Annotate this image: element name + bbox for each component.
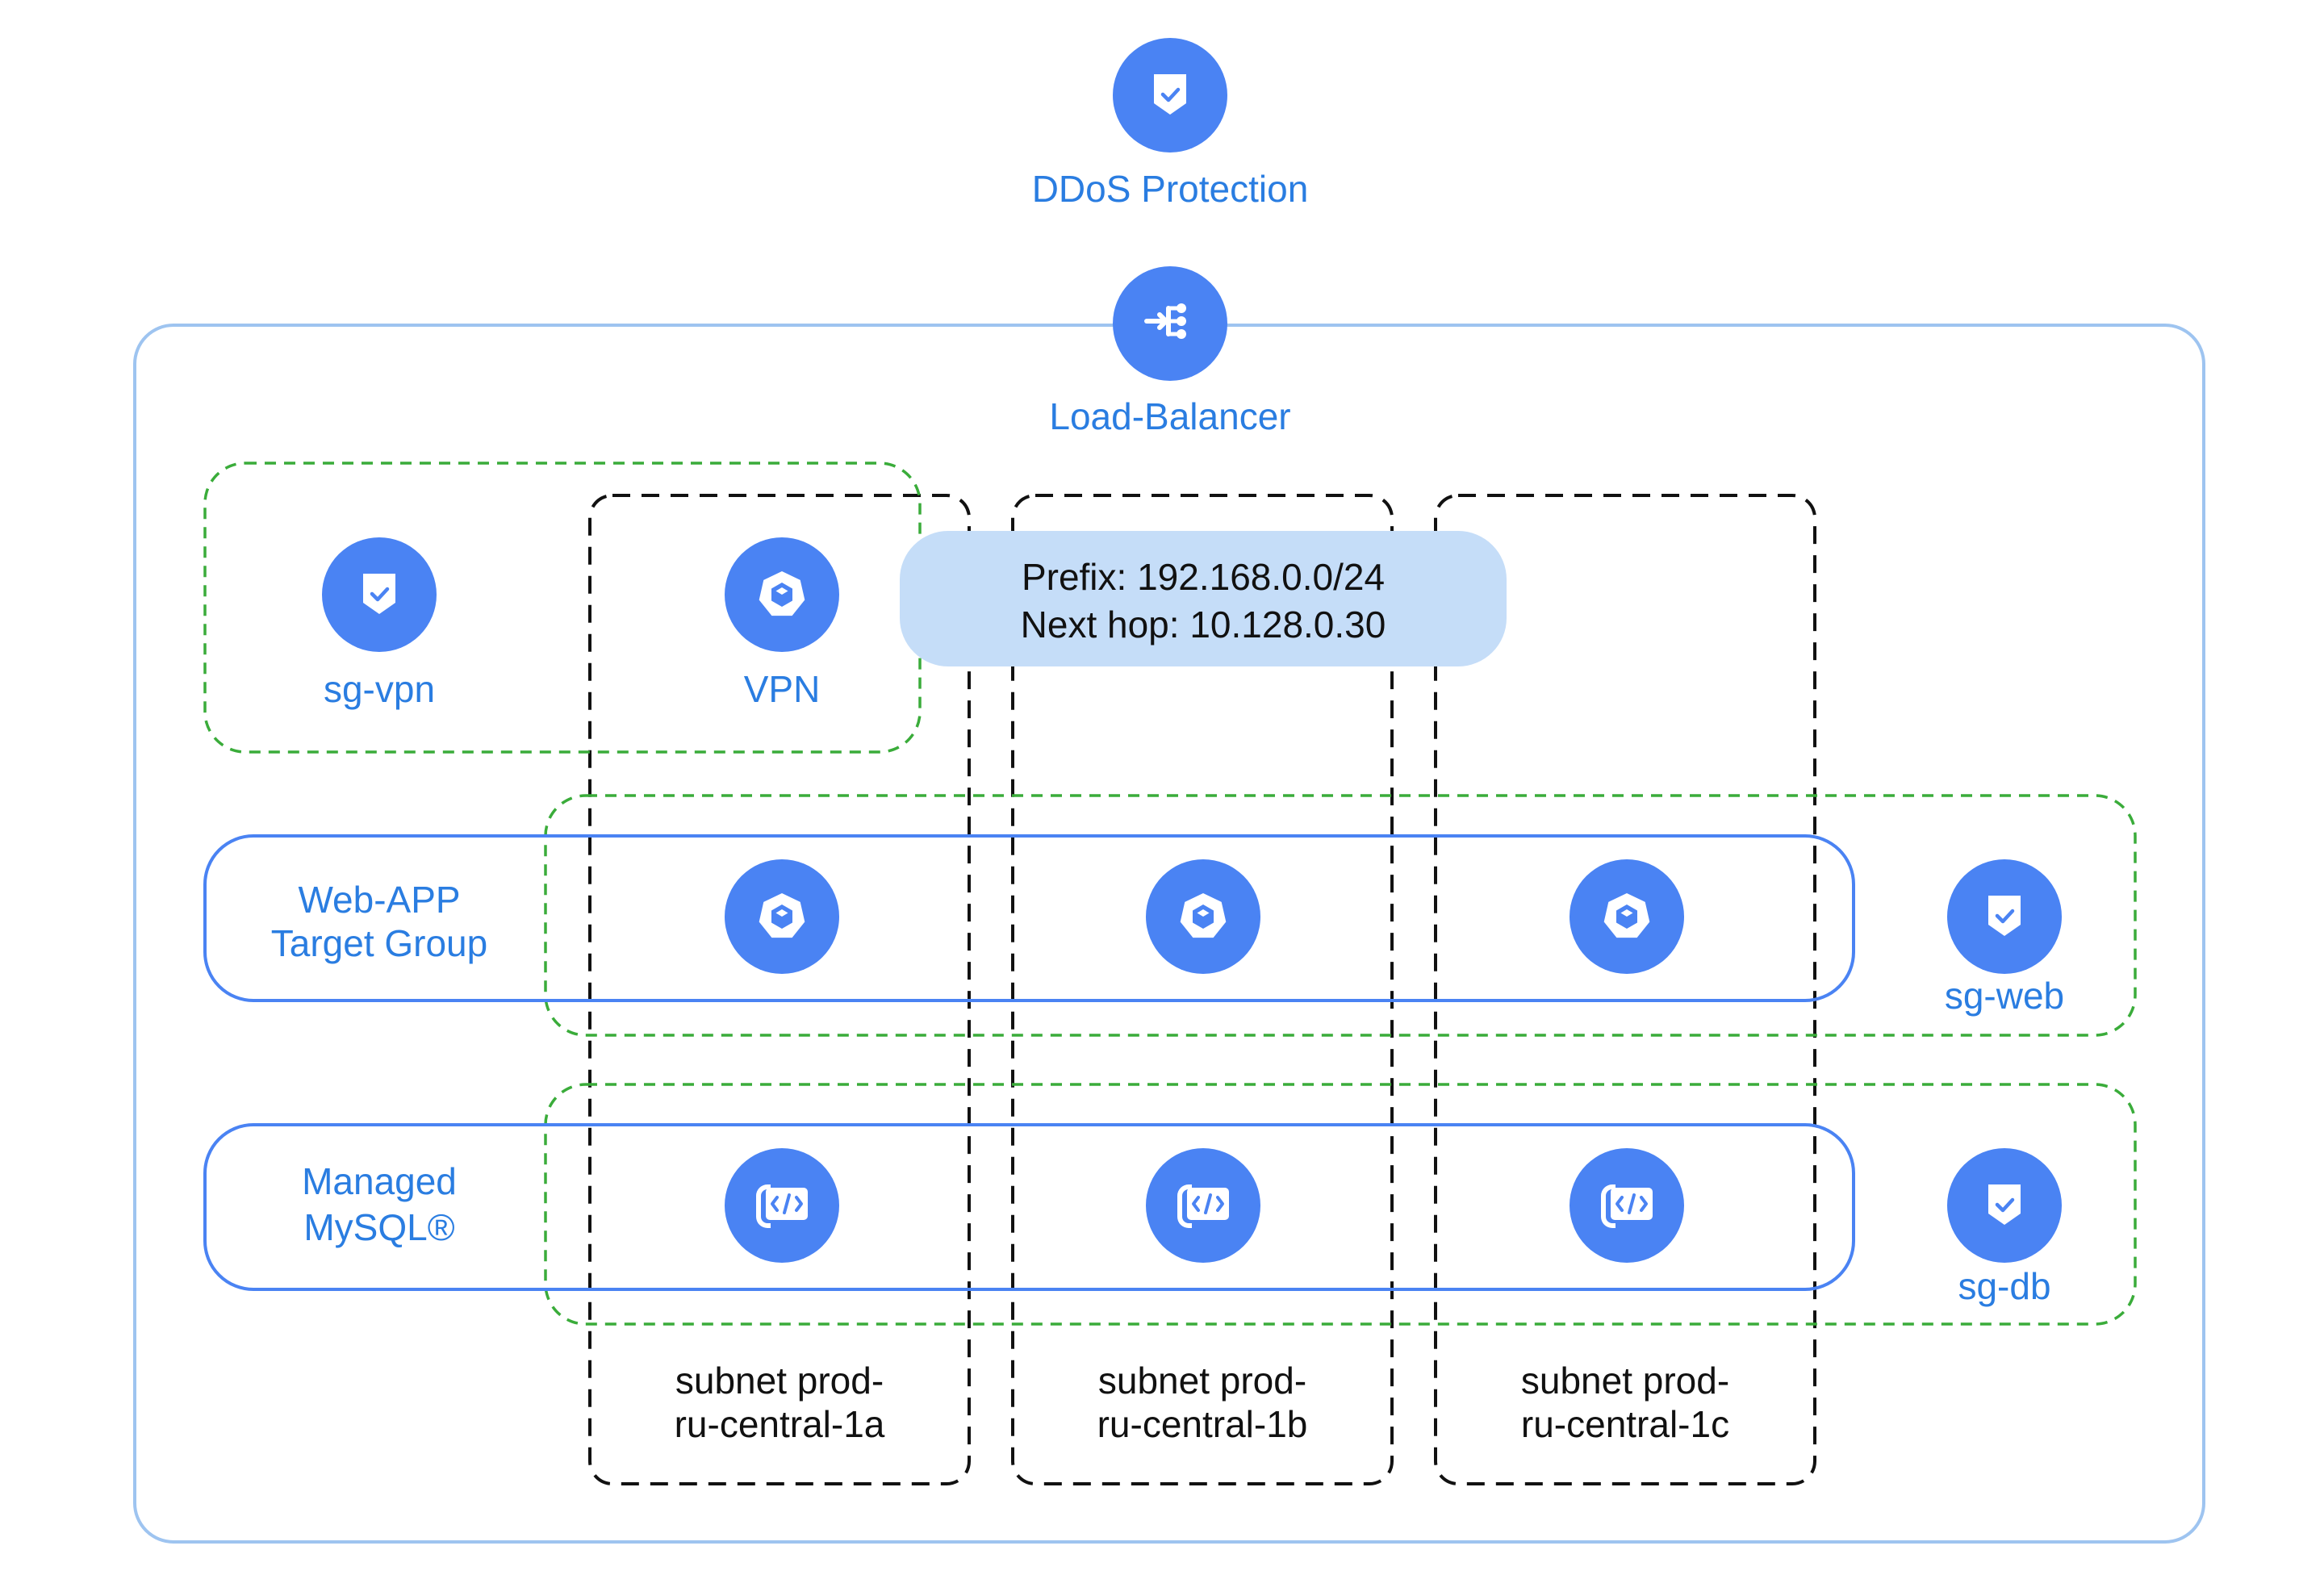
static-route-callout: Prefix: 192.168.0.0/24 Next hop: 10.128.… [900,531,1507,666]
ddos-protection-label: DDoS Protection [1032,168,1309,210]
load-balancer-label: Load-Balancer [1049,395,1290,437]
subnet-column-b [1011,494,1394,1485]
sg-web-boundary [544,794,2137,1037]
mysql-group-label-line1: Managed [302,1160,457,1202]
db-host-node-c [1570,1148,1684,1263]
ddos-protection-node: DDoS Protection [1032,38,1309,210]
web-app-group-label-line1: Web-APP [298,879,460,921]
sg-db-boundary [544,1083,2137,1326]
vpn-node: VPN [725,537,839,710]
managed-mysql-group-box [203,1123,1855,1291]
sg-db-node: sg-db [1947,1148,2062,1307]
subnet-c-label-line1: subnet prod- [1521,1360,1729,1402]
sg-db-label: sg-db [1958,1265,2050,1307]
subnet-a-label-line2: ru-central-1a [675,1403,885,1445]
web-vm-node-a [725,859,839,974]
subnet-column-a [588,494,971,1485]
web-app-target-group-box [203,834,1855,1002]
subnet-column-c [1434,494,1816,1485]
vpn-label: VPN [744,668,821,710]
subnet-b-label-line1: subnet prod- [1098,1360,1306,1402]
web-app-group-label-line2: Target Group [271,922,487,964]
subnet-c-label-line2: ru-central-1c [1521,1403,1729,1445]
sg-vpn-node: sg-vpn [322,537,437,710]
mysql-group-label-line2: MySQL® [303,1206,454,1248]
route-next-hop: Next hop: 10.128.0.30 [1021,604,1386,645]
subnet-a-label-line1: subnet prod- [675,1360,884,1402]
subnet-b-label-line2: ru-central-1b [1097,1403,1308,1445]
web-vm-node-b [1146,859,1260,974]
sg-web-node: sg-web [1945,859,2064,1017]
load-balancer-node: Load-Balancer [1049,266,1291,437]
web-vm-node-c [1570,859,1684,974]
sg-vpn-label: sg-vpn [324,668,435,710]
db-host-node-a [725,1148,839,1263]
sg-web-label: sg-web [1945,975,2064,1017]
db-host-node-b [1146,1148,1260,1263]
route-prefix: Prefix: 192.168.0.0/24 [1022,556,1385,598]
